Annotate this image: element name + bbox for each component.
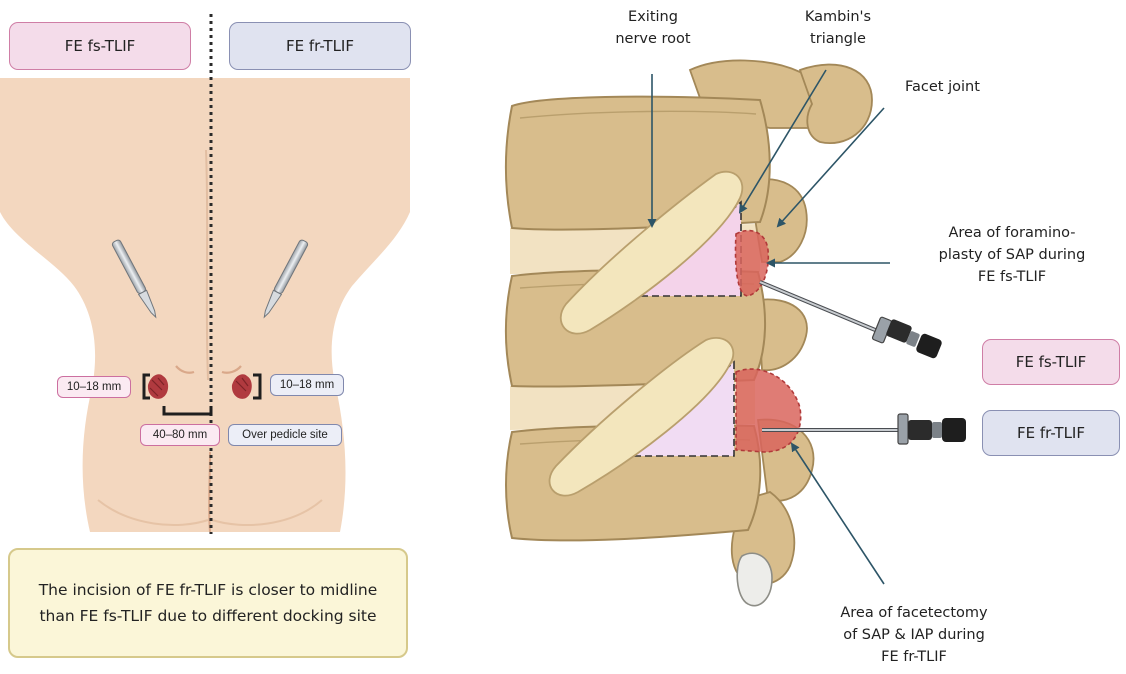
pedicle-site-label: Over pedicle site (228, 424, 342, 446)
incision-note-line-2: than FE fs-TLIF due to different docking… (39, 603, 376, 629)
foraminoplasty-line-1: Area of foramino- (914, 222, 1110, 244)
incision-note-line-1: The incision of FE fr-TLIF is closer to … (39, 577, 378, 603)
exiting-label-line-1: Exiting (590, 6, 716, 28)
incision-distance-label: 40–80 mm (140, 424, 220, 446)
spine-groove (206, 150, 208, 380)
facetectomy-line-1: Area of facetectomy (824, 602, 1004, 624)
facetectomy-label: Area of facetectomy of SAP & IAP during … (824, 602, 1004, 668)
fr-incision-width-label: 10–18 mm (270, 374, 344, 396)
exiting-label-line-2: nerve root (590, 28, 716, 50)
facet-joint-label: Facet joint (905, 76, 1005, 98)
fr-tlif-box: FE fr-TLIF (982, 410, 1120, 456)
foraminoplasty-area (736, 231, 769, 296)
facetectomy-line-2: of SAP & IAP during (824, 624, 1004, 646)
torso-skin (0, 78, 410, 532)
incision-note: The incision of FE fr-TLIF is closer to … (8, 548, 408, 658)
fs-tlif-box: FE fs-TLIF (982, 339, 1120, 385)
kambins-triangle-label: Kambin's triangle (788, 6, 888, 50)
facetectomy-area (736, 369, 801, 452)
header-fr-tlif: FE fr-TLIF (229, 22, 411, 70)
kambin-label-line-1: Kambin's (788, 6, 888, 28)
spinous-tip (737, 553, 772, 605)
kambin-label-line-2: triangle (788, 28, 888, 50)
spine (506, 60, 966, 605)
fs-incision-width-label: 10–18 mm (57, 376, 131, 398)
exiting-nerve-root-label: Exiting nerve root (590, 6, 716, 50)
facetectomy-line-3: FE fr-TLIF (824, 646, 1004, 668)
torso-back (0, 78, 410, 532)
foraminoplasty-label: Area of foramino- plasty of SAP during F… (914, 222, 1110, 288)
facetectomy-arrow (792, 444, 884, 584)
foraminoplasty-line-3: FE fs-TLIF (914, 266, 1110, 288)
header-fs-tlif: FE fs-TLIF (9, 22, 191, 70)
foraminoplasty-line-2: plasty of SAP during (914, 244, 1110, 266)
